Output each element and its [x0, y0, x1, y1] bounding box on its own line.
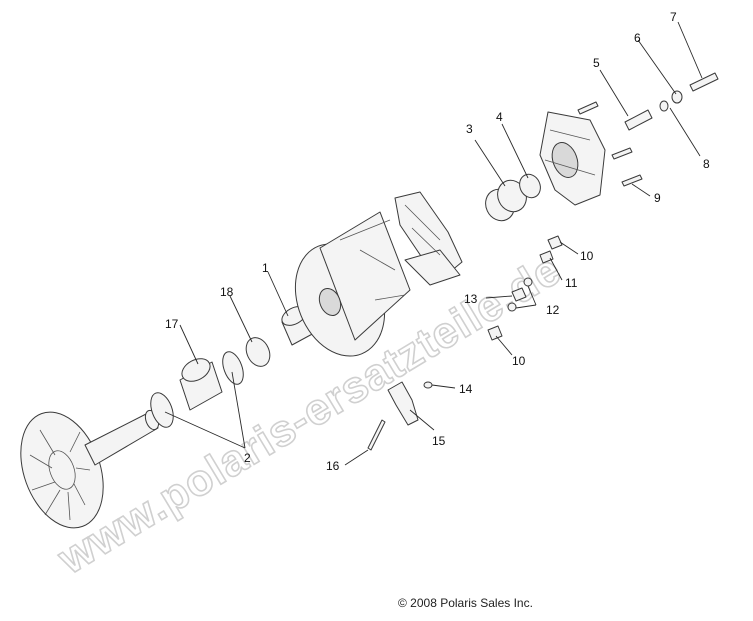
callout-14: 14: [459, 382, 473, 396]
button-10-part: [547, 235, 563, 250]
button-11-part: [539, 250, 554, 264]
pin-16-part: [367, 419, 386, 451]
weight-15-part: [387, 381, 419, 426]
callout-3: 3: [466, 122, 473, 136]
callout-18: 18: [220, 285, 234, 299]
callout-labels: 1 2 3 4 5 6 7 8 9 10 10 11 12 13 14 15 1…: [165, 10, 710, 473]
spring-part: [485, 179, 527, 222]
callout-10b: 10: [512, 354, 526, 368]
seal-part: [245, 337, 271, 367]
callout-9: 9: [654, 191, 661, 205]
copyright-notice: © 2008 Polaris Sales Inc.: [398, 596, 533, 610]
bolt-7-part: [689, 72, 719, 92]
callout-15: 15: [432, 434, 446, 448]
callout-17: 17: [165, 317, 179, 331]
bushing-5-part: [624, 109, 653, 131]
callout-5: 5: [593, 56, 600, 70]
callout-2: 2: [244, 451, 251, 465]
callout-7: 7: [670, 10, 677, 24]
callout-6: 6: [634, 31, 641, 45]
button-10-lower-part: [487, 325, 503, 341]
nut-14-part: [423, 381, 433, 389]
washer-8-part: [659, 100, 669, 112]
callout-1: 1: [262, 261, 269, 275]
leader-lines: [164, 21, 703, 466]
ring-parts: [150, 351, 244, 428]
callout-16: 16: [326, 459, 340, 473]
callout-13: 13: [464, 292, 478, 306]
washer-6-part: [671, 90, 683, 104]
roller-13-part: [511, 287, 527, 302]
washer-12-part: [523, 277, 533, 287]
callout-8: 8: [703, 157, 710, 171]
callout-12: 12: [546, 303, 560, 317]
fixed-sheave-assembly: [20, 409, 160, 529]
spider-part: [394, 191, 463, 286]
movable-sheave: [294, 211, 411, 357]
washer-12b-part: [507, 302, 517, 312]
callout-4: 4: [496, 110, 503, 124]
bolt-parts: [577, 101, 643, 187]
spacer-ring-part: [519, 173, 541, 199]
cover-part: [539, 111, 606, 206]
callout-11: 11: [565, 276, 578, 290]
callout-10a: 10: [580, 249, 594, 263]
sleeve-part: [179, 358, 223, 411]
